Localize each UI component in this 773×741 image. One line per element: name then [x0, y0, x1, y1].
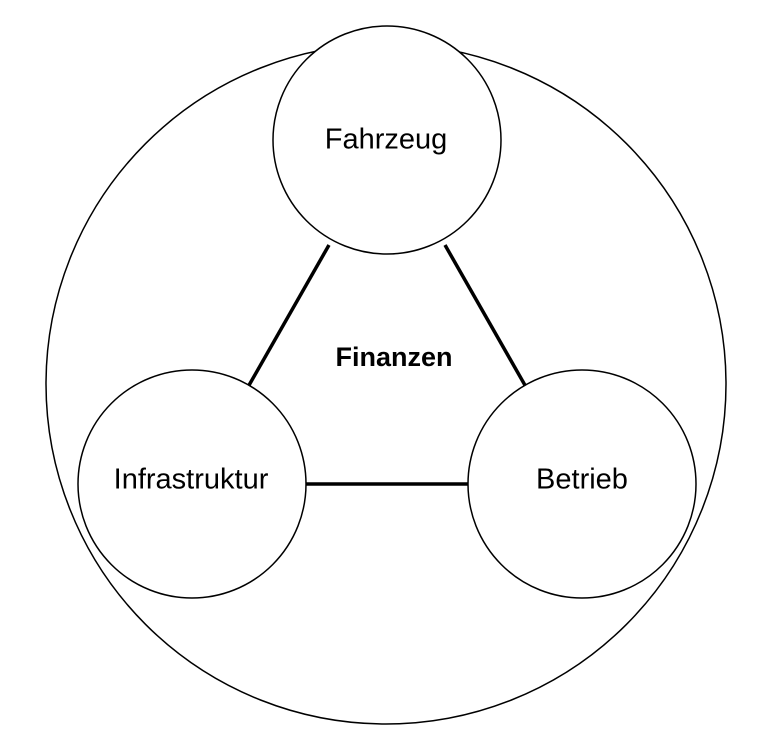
node-circle-left — [77, 369, 307, 599]
node-circle-right — [467, 369, 697, 599]
node-circle-top — [272, 25, 502, 255]
node-label-left: Infrastruktur — [114, 464, 269, 496]
node-label-right: Betrieb — [536, 464, 628, 496]
link-top-left — [246, 244, 331, 388]
link-top-right — [443, 244, 528, 388]
node-label-top: Fahrzeug — [325, 124, 448, 156]
center-label: Finanzen — [335, 342, 452, 372]
